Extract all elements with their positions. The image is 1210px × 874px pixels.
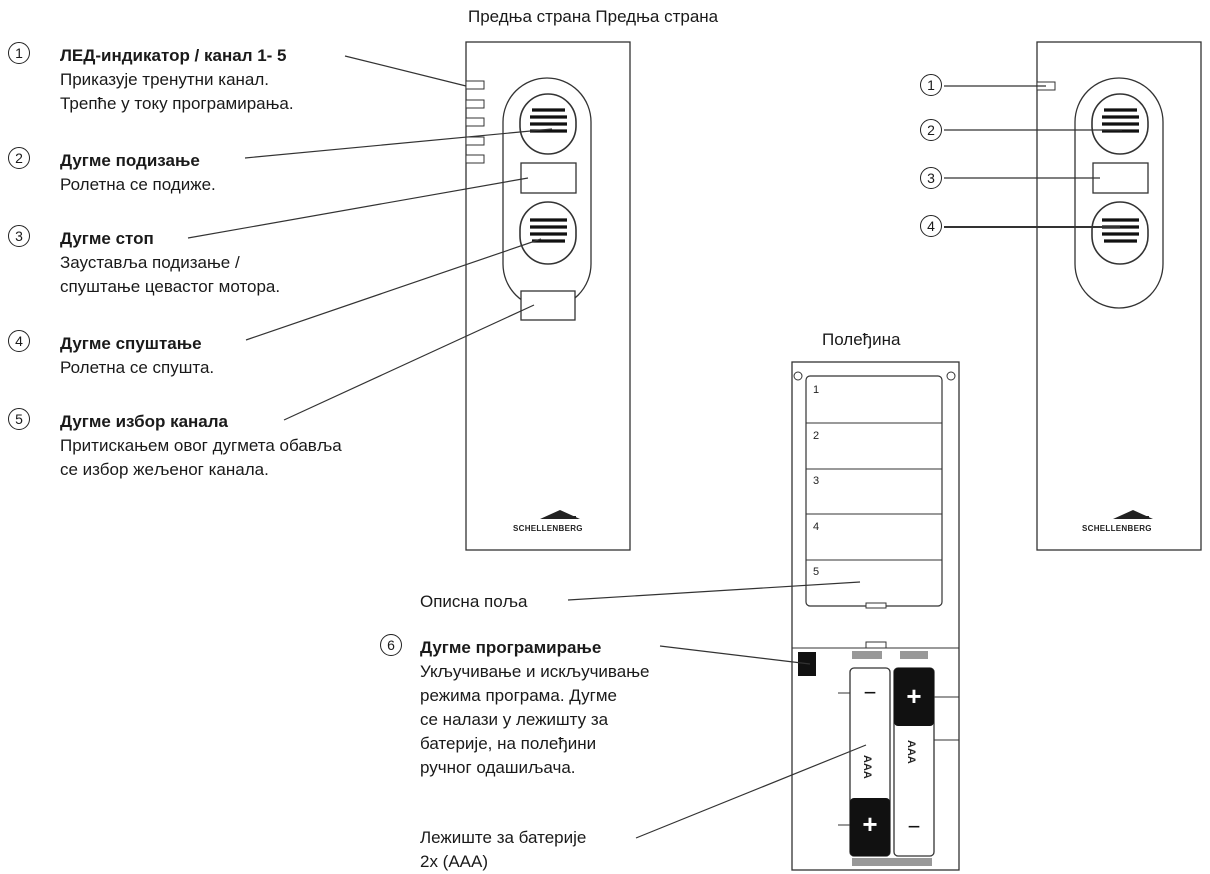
callout-number-2: 2 bbox=[8, 147, 30, 169]
program-button-desc-4: батерије, на полеђини bbox=[420, 734, 597, 753]
led-indicator-title: ЛЕД-индикатор / канал 1- 5 bbox=[60, 46, 287, 65]
right-stop-button bbox=[1092, 162, 1149, 194]
label-fields-panel bbox=[805, 375, 943, 607]
label-field-dividers bbox=[806, 422, 942, 561]
svg-text:AAA: AAA bbox=[861, 755, 873, 779]
channel-button bbox=[520, 290, 576, 321]
led-indicator-desc-1: Приказује тренутни канал. bbox=[60, 70, 270, 89]
callout-lines bbox=[187, 55, 867, 839]
svg-text:SCHELLENBERG: SCHELLENBERG bbox=[513, 524, 583, 533]
right-callout-3: 3 bbox=[920, 167, 942, 189]
led-indicators bbox=[465, 80, 485, 164]
channel-button-title: Дугме избор канала bbox=[60, 412, 229, 431]
svg-text:AAA: AAA bbox=[905, 740, 917, 764]
up-button-desc: Ролетна се подиже. bbox=[60, 175, 216, 194]
led-indicator-desc-2: Трепће у току програмирања. bbox=[60, 94, 294, 113]
svg-text:−: − bbox=[908, 814, 921, 839]
svg-text:−: − bbox=[864, 680, 877, 705]
back-header: Полеђина bbox=[822, 330, 901, 349]
stop-button-title: Дугме стоп bbox=[60, 229, 154, 248]
brand-logo-left: SCHELLENBERG bbox=[513, 510, 583, 533]
label-fields: Описна поља bbox=[420, 592, 528, 611]
down-button-grille bbox=[530, 218, 567, 243]
slot-2: 2 bbox=[813, 430, 819, 442]
right-callout-4: 4 bbox=[920, 215, 942, 237]
program-button-desc-5: ручног одашиљача. bbox=[420, 758, 576, 777]
slot-5: 5 bbox=[813, 566, 819, 578]
slot-1: 1 bbox=[813, 384, 819, 396]
svg-text:+: + bbox=[906, 681, 921, 711]
right-callout-2: 2 bbox=[920, 119, 942, 141]
channel-button-desc-1: Притискањем овог дугмета обавља bbox=[60, 436, 342, 455]
right-callout-lines bbox=[944, 85, 1122, 228]
down-button-title: Дугме спуштање bbox=[60, 334, 202, 353]
callout-number-3: 3 bbox=[8, 225, 30, 247]
battery-left: + − AAA bbox=[849, 667, 891, 857]
program-button-title: Дугме програмирање bbox=[420, 638, 602, 657]
svg-text:SCHELLENBERG: SCHELLENBERG bbox=[1082, 524, 1152, 533]
stop-button bbox=[520, 162, 577, 194]
callout-number-6: 6 bbox=[380, 634, 402, 656]
program-button-desc-2: режима програма. Дугме bbox=[420, 686, 617, 705]
brand-logo-right: SCHELLENBERG bbox=[1082, 510, 1153, 533]
label-battery-1: Лежиште за батерије bbox=[420, 828, 587, 847]
program-button-desc-3: се налази у лежишту за bbox=[420, 710, 609, 729]
program-button-desc-1: Укључивање и искључивање bbox=[420, 662, 650, 681]
callout-number-1: 1 bbox=[8, 42, 30, 64]
up-button-title: Дугме подизање bbox=[60, 151, 200, 170]
front-header: Предња страна Предња страна bbox=[468, 7, 719, 26]
down-button-desc: Ролетна се спушта. bbox=[60, 358, 215, 377]
slot-3: 3 bbox=[813, 475, 819, 487]
label-battery-2: 2x (AAA) bbox=[420, 852, 489, 871]
svg-text:+: + bbox=[862, 809, 877, 839]
stop-button-desc-1: Зауставља подизање / bbox=[60, 253, 240, 272]
right-up-grille bbox=[1102, 108, 1139, 133]
channel-button-desc-2: се избор жељеног канала. bbox=[60, 460, 269, 479]
right-callout-1: 1 bbox=[920, 74, 942, 96]
battery-right: + − AAA bbox=[893, 667, 935, 857]
slot-4: 4 bbox=[813, 521, 819, 533]
callout-number-4: 4 bbox=[8, 330, 30, 352]
stop-button-desc-2: спуштање цевастог мотора. bbox=[60, 277, 281, 296]
callout-number-5: 5 bbox=[8, 408, 30, 430]
